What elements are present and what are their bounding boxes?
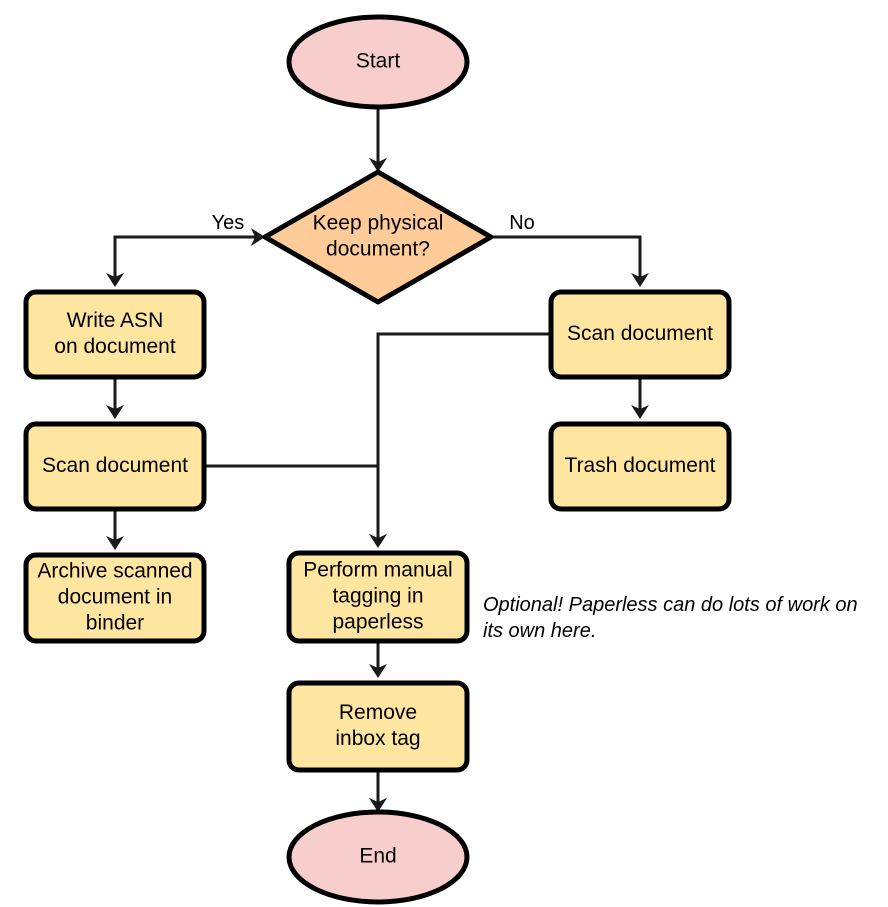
node-scan_left[interactable]: Scan document xyxy=(23,421,207,512)
node-label-line: Keep physical xyxy=(313,212,444,235)
node-label-line: Trash document xyxy=(565,454,716,477)
edge-decision-no-to-scan-right: No xyxy=(491,212,649,287)
edge-label-yes: Yes xyxy=(212,212,245,234)
edge-arrowhead xyxy=(369,534,387,548)
edge-arrowhead xyxy=(251,228,265,246)
annotation-line: its own here. xyxy=(483,620,596,642)
node-end[interactable]: End xyxy=(286,809,470,905)
process-box[interactable] xyxy=(23,289,207,380)
node-label-line: document in xyxy=(58,586,172,609)
terminator-ellipse[interactable] xyxy=(286,809,470,905)
edges-layer: Yes No xyxy=(106,108,649,812)
node-label-line: Start xyxy=(356,50,401,73)
edge-scan-left-to-archive xyxy=(106,509,124,550)
node-label-line: Remove xyxy=(339,701,417,724)
node-remove_inbox_tag[interactable]: Remove inbox tag xyxy=(286,680,470,773)
process-box[interactable] xyxy=(23,552,207,644)
process-box[interactable] xyxy=(23,421,207,512)
process-box[interactable] xyxy=(286,680,470,773)
annotations-layer: Optional! Paperless can do lots of work … xyxy=(483,594,858,642)
edge-arrowhead xyxy=(631,405,649,419)
node-label-line: Archive scanned xyxy=(37,560,192,583)
edge-scan-right-to-tagging xyxy=(369,332,551,548)
edge-remove-inbox-to-end xyxy=(369,770,387,812)
edge-tagging-to-remove-inbox xyxy=(369,641,387,678)
node-label-line: Write ASN xyxy=(67,309,163,332)
terminator-ellipse[interactable] xyxy=(286,14,470,110)
edge-arrowhead xyxy=(106,536,124,550)
node-label-line: paperless xyxy=(332,611,423,634)
process-box[interactable] xyxy=(548,289,732,380)
node-scan_right[interactable]: Scan document xyxy=(548,289,732,380)
node-label-line: binder xyxy=(86,612,144,635)
node-label-line: tagging in xyxy=(332,585,423,608)
edge-path xyxy=(376,332,551,542)
edge-arrowhead xyxy=(369,664,387,678)
node-label-line: End xyxy=(359,845,396,868)
edge-arrowhead xyxy=(631,273,649,287)
node-start[interactable]: Start xyxy=(286,14,470,110)
node-label-line: document? xyxy=(326,238,430,261)
node-label-line: Perform manual xyxy=(303,559,452,582)
node-write_asn[interactable]: Write ASN on document xyxy=(23,289,207,380)
edge-write-asn-to-scan-left xyxy=(106,377,124,419)
edge-arrowhead xyxy=(369,798,387,812)
node-label-line: on document xyxy=(54,335,176,358)
annotation-line: Optional! Paperless can do lots of work … xyxy=(483,594,858,616)
edge-decision-yes-to-write-asn: Yes xyxy=(106,212,265,287)
node-decision_keep[interactable]: Keep physical document? xyxy=(262,169,494,305)
edge-arrowhead xyxy=(369,158,387,172)
node-label-line: Scan document xyxy=(567,322,713,345)
edge-arrowhead xyxy=(106,405,124,419)
annotation-optional-note: Optional! Paperless can do lots of work … xyxy=(483,594,858,642)
edge-scan-right-to-trash xyxy=(631,377,649,419)
edge-arrowhead xyxy=(106,273,124,287)
node-archive_binder[interactable]: Archive scanned document in binder xyxy=(23,552,207,644)
node-trash_document[interactable]: Trash document xyxy=(548,421,732,512)
edge-path xyxy=(113,235,265,281)
process-box[interactable] xyxy=(548,421,732,512)
edge-path xyxy=(491,235,642,281)
node-label-line: inbox tag xyxy=(335,727,420,750)
node-label-line: Scan document xyxy=(42,454,188,477)
decision-diamond[interactable] xyxy=(262,169,494,305)
edge-start-to-decision xyxy=(369,108,387,172)
process-box[interactable] xyxy=(286,550,470,644)
node-manual_tagging[interactable]: Perform manual tagging in paperless xyxy=(286,550,470,644)
edge-label-no: No xyxy=(509,212,535,234)
